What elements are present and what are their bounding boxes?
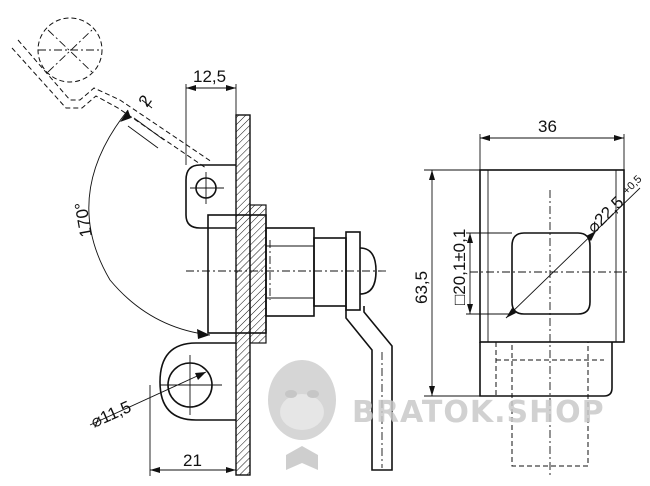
side-view: 170° 12,5 2 ⌀11,5 21: [11, 17, 393, 476]
watermark-text: BRATOK.SHOP: [352, 395, 605, 430]
lower-bracket: [159, 342, 236, 421]
square-hole: [511, 232, 591, 315]
lock-body: [186, 204, 386, 344]
dim-width-bottom: 21: [183, 451, 202, 470]
hidden-lever: [511, 341, 589, 467]
diameter-leader: [505, 187, 641, 319]
lever-open-position: [11, 17, 213, 169]
upper-bracket: [185, 164, 236, 229]
dim-width-top: 12,5: [193, 67, 226, 86]
dim-square: □20,1±0,1: [450, 229, 469, 305]
dim-height: 63,5: [412, 271, 431, 304]
front-bracket: [479, 342, 613, 397]
lever-closed-position: [345, 306, 393, 471]
front-plate: [479, 169, 625, 343]
mounting-plate: [235, 114, 251, 476]
dim-width-right: 36: [538, 117, 557, 136]
angle-arc: [88, 109, 211, 336]
dim-hole-dia: ⌀11,5: [88, 397, 134, 431]
angle-label: 170°: [71, 201, 96, 239]
watermark: BRATOK.SHOP: [268, 360, 605, 470]
dim-thickness: 2: [135, 92, 156, 111]
gorilla-logo-icon: [268, 360, 336, 470]
dim-dia-main: ⌀22,5: [583, 193, 627, 237]
